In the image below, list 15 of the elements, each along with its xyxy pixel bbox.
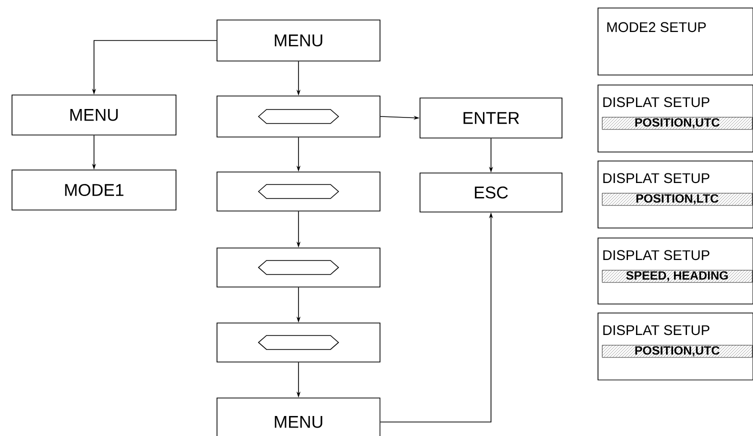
display-panel: SPEED, HEADING — [602, 270, 752, 283]
menu-box: MODE1 — [12, 170, 176, 210]
menu-box: ESC — [420, 172, 562, 212]
display-panel: POSITION,LTC — [602, 193, 752, 206]
display-panel: POSITION,UTC — [602, 344, 752, 358]
menu-box: MENU — [216, 20, 380, 62]
menu-box: ENTER — [420, 98, 562, 138]
display-panel: MODE2 SETUP — [598, 8, 753, 76]
menu-box: MENU — [12, 94, 176, 136]
double-arrow-button — [216, 248, 380, 288]
double-arrow-button — [216, 322, 380, 362]
double-arrow-button — [216, 96, 380, 138]
menu-box: MENU — [216, 398, 380, 436]
display-panel: POSITION,UTC — [602, 117, 752, 130]
double-arrow-button — [216, 172, 380, 212]
